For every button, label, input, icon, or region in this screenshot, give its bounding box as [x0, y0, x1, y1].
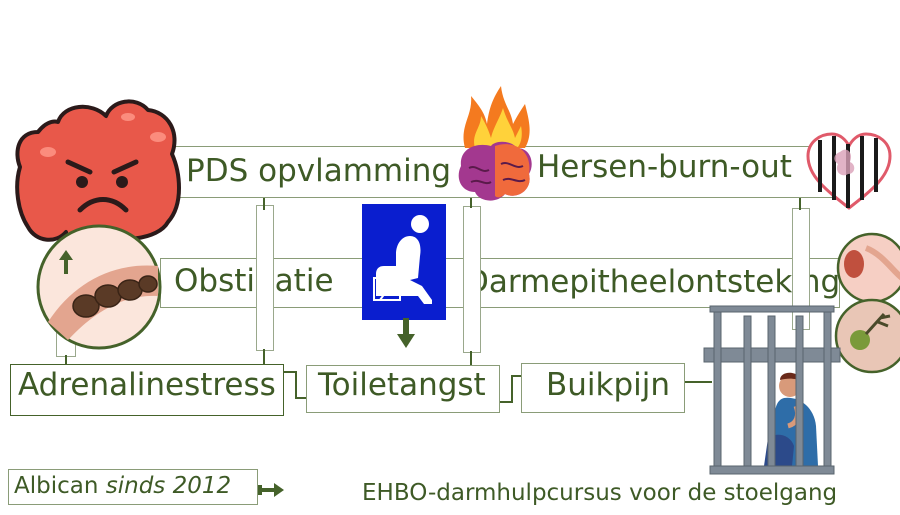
brand-since: sinds 2012: [105, 473, 232, 499]
connector-left-tick: [263, 198, 265, 210]
connector-center: [463, 206, 481, 353]
node-box-toiletangst: [306, 365, 500, 413]
connector-far-left-tick: [65, 355, 67, 369]
node-darmepitheelontsteking: Darmepitheelontsteking: [465, 264, 841, 300]
up-arrow-icon: [59, 250, 73, 274]
connector-left: [256, 205, 274, 351]
node-adrenalinestress: Adrenalinestress: [18, 367, 276, 403]
node-box-adrenalinestress: [10, 364, 284, 416]
connector-center-tick: [470, 198, 472, 208]
constipation-icon: [36, 224, 162, 350]
brand-text: Albican sinds 2012: [14, 473, 231, 499]
brand-box: [8, 469, 258, 505]
gut-closeup-icon: [834, 232, 900, 374]
node-obstipatie: Obstipatie: [174, 263, 334, 299]
toilet-sign-icon: [362, 204, 446, 320]
connector-left-tick-bottom: [263, 349, 265, 365]
connector-center-tick-bottom: [470, 351, 472, 365]
down-arrow-icon: [397, 318, 415, 348]
node-buikpijn: Buikpijn: [546, 367, 671, 403]
caged-heart-icon: [806, 132, 892, 210]
node-hersen-burn-out: Hersen-burn-out: [537, 149, 792, 185]
node-toiletangst: Toiletangst: [318, 367, 486, 403]
brand-name: Albican: [14, 473, 99, 499]
node-box-buikpijn: [521, 363, 685, 413]
node-pds-opvlamming: PDS opvlamming: [186, 153, 452, 189]
course-title: EHBO-darmhulpcursus voor de stoelgang: [362, 480, 838, 506]
burning-brain-icon: [458, 86, 532, 201]
brand-arrow-icon: [258, 483, 284, 497]
prisoner-cage-icon: [703, 305, 841, 475]
connector-right-tick: [799, 198, 801, 210]
